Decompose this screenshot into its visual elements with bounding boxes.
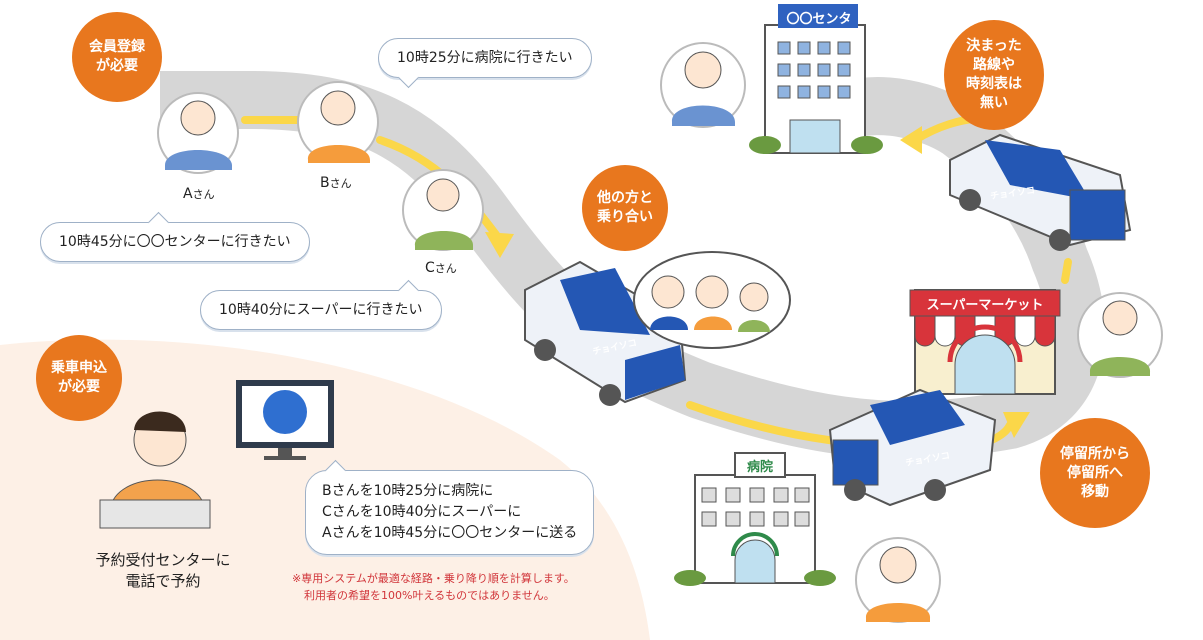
supermarket-building: [909, 289, 1061, 395]
person-center: [660, 42, 746, 128]
person-b-label: Bさん: [320, 175, 352, 191]
shared-riders-group: [633, 251, 791, 349]
person-c: [402, 169, 484, 251]
bubble-system-plan: Bさんを10時25分に病院に Cさんを10時40分にスーパーに Aさんを10時4…: [305, 459, 595, 555]
badge-no-fixed-route: 決まった 路線や 時刻表は 無い: [944, 20, 1044, 130]
bubble-b-request: 10時25分に病院に行きたい: [378, 38, 592, 89]
person-a-label: Aさん: [183, 186, 215, 202]
bubble-c-request: 10時40分にスーパーに行きたい: [200, 279, 442, 330]
supermarket-label: スーパーマーケット: [926, 298, 1044, 313]
disclaimer-note: ※専用システムが最適な経路・乗り降り順を計算します。 利用者の希望を100%叶え…: [292, 572, 575, 602]
bubble-a-request: 10時45分に〇〇センターに行きたい: [40, 211, 310, 262]
badge-ride-request: 乗車申込 が必要: [36, 335, 122, 421]
badge-shared-ride: 他の方と 乗り合い: [582, 165, 668, 251]
person-supermarket: [1077, 292, 1163, 378]
badge-stop-to-stop: 停留所から 停留所へ 移動: [1040, 418, 1150, 528]
van-bottom: [828, 388, 997, 507]
badge-membership: 会員登録 が必要: [72, 12, 162, 102]
center-building: [749, 4, 883, 154]
reservation-caption: 予約受付センターに 電話で予約: [95, 551, 231, 590]
arrow-head-1: [485, 232, 514, 258]
van-top-right: [949, 133, 1132, 251]
hospital-building: [674, 452, 836, 586]
hospital-label: 病院: [746, 460, 773, 475]
person-a: [157, 92, 239, 174]
van-middle: [524, 260, 687, 406]
arrow-head-2: [1003, 412, 1030, 438]
monitor-illustration: [236, 380, 334, 460]
person-hospital: [855, 537, 941, 623]
arrow-head-3: [900, 126, 922, 154]
center-label: 〇〇センター: [786, 12, 852, 46]
operator-illustration: [99, 411, 211, 529]
person-c-label: Cさん: [425, 260, 457, 276]
person-b: [297, 81, 379, 163]
